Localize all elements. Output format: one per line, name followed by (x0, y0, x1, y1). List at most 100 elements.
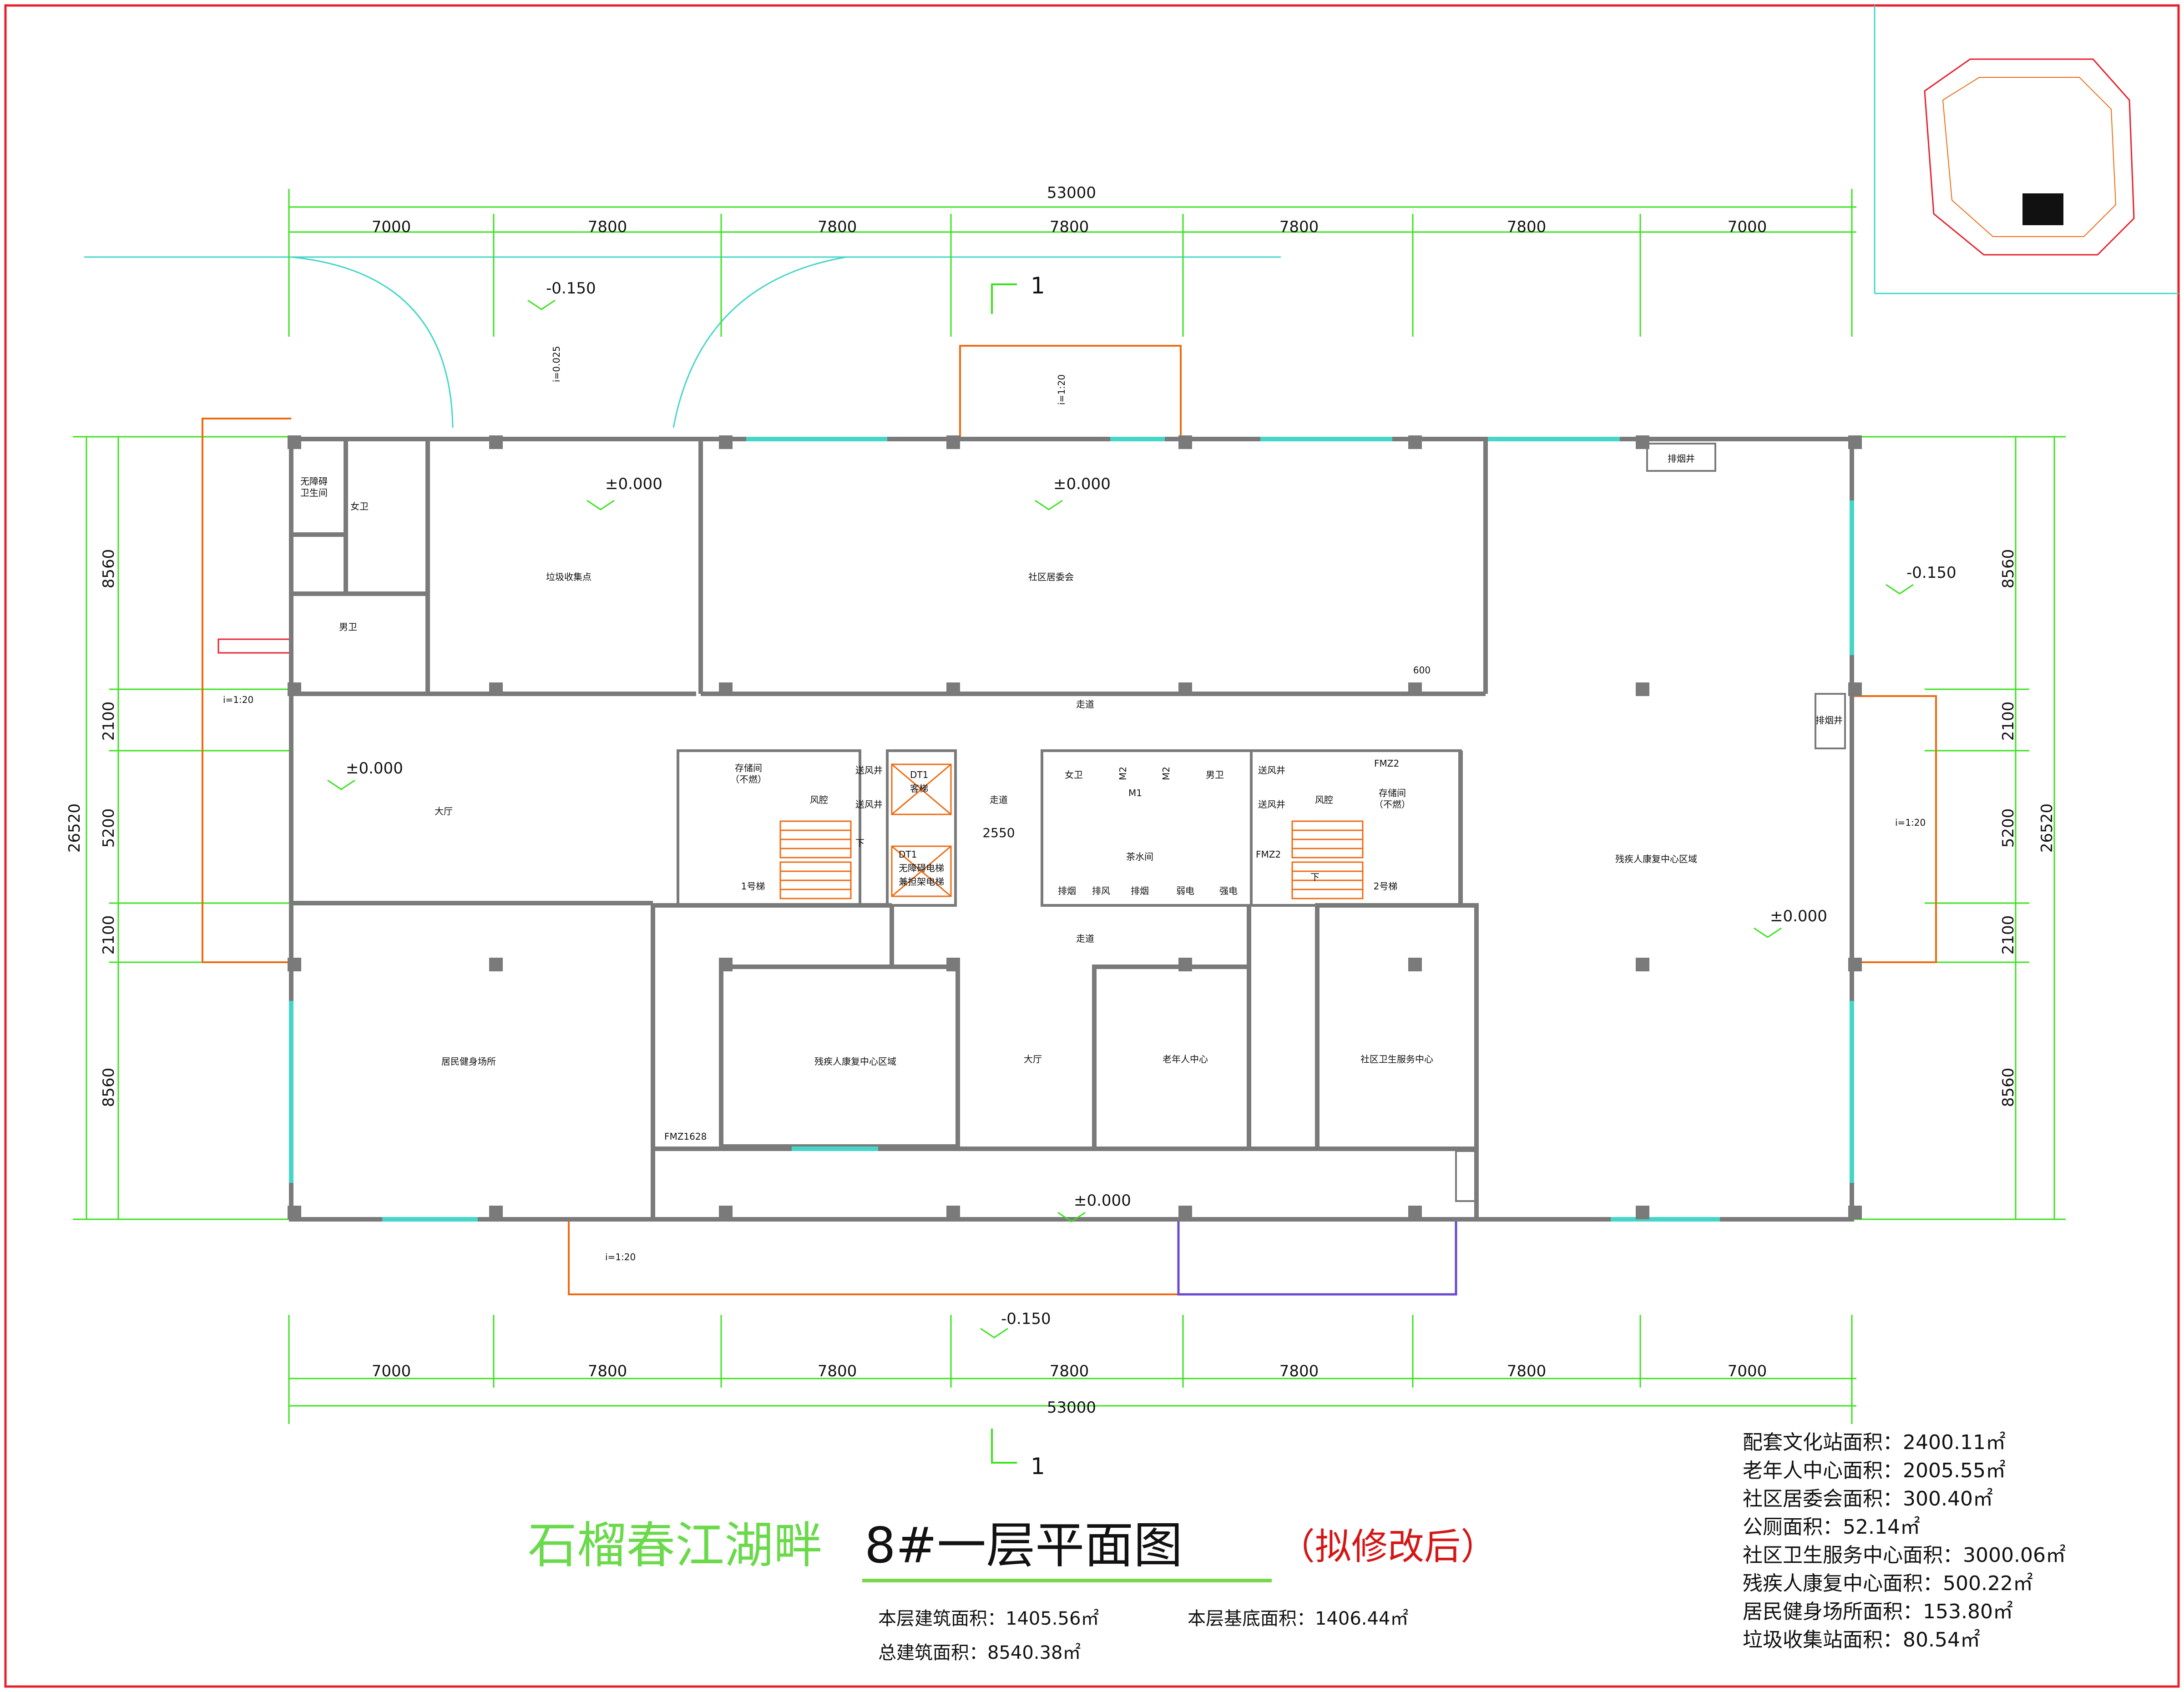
slope-drain: i=0.025 (551, 346, 562, 382)
elev-indoor-1: ±0.000 (605, 475, 662, 493)
drawing-frame (4, 4, 2180, 1688)
elev-outside-top: -0.150 (546, 279, 596, 298)
highlight-box (1177, 1218, 1457, 1296)
corridor-dim: 2550 (982, 825, 1015, 840)
elevator-accessible-label-1: 无障碍电梯 (899, 863, 944, 874)
door-offset-dim: 600 (1413, 665, 1431, 676)
area-item: 居民健身场所面积：153.80㎡ (1743, 1600, 2013, 1623)
room-smoke-exhaust-2: 排烟 (1131, 885, 1149, 896)
elev-outside-bottom: -0.150 (1001, 1310, 1051, 1328)
room-air-supply-1: 送风井 (855, 765, 883, 776)
room-air-supply-3: 送风井 (1258, 765, 1285, 776)
area-item: 社区卫生服务中心面积：3000.06㎡ (1743, 1544, 2066, 1567)
row-dim-right-3: 5200 (1999, 808, 2017, 848)
stat-floor-area: 本层建筑面积：1405.56㎡ (878, 1608, 1099, 1629)
room-air-supply-2: 送风井 (855, 799, 883, 810)
elevator-passenger-code: DT1 (910, 769, 928, 780)
room-community-committee: 社区居委会 (1028, 571, 1074, 582)
room-storage-1: 存储间 (735, 763, 762, 773)
room-health-center: 社区卫生服务中心 (1360, 1054, 1433, 1065)
glazing (289, 437, 1854, 1222)
room-men-toilet: 男卫 (339, 621, 357, 632)
row-dim-right-1: 8560 (1999, 549, 2017, 589)
bay-dim-bottom-5: 7800 (1279, 1362, 1319, 1380)
slope-bottom: i=1:20 (605, 1252, 636, 1263)
door-m2-2: M2 (1161, 767, 1172, 780)
door-m2-1: M2 (1117, 767, 1128, 780)
stair-1-down-arrow: 下 (855, 838, 864, 849)
room-smoke-exhaust-1: 排烟 (1058, 885, 1076, 896)
room-accessible-toilet-2: 卫生间 (300, 487, 328, 498)
bay-dim-bottom-2: 7800 (588, 1362, 627, 1380)
room-corridor-mid: 走道 (990, 794, 1008, 805)
section-markers (991, 283, 1017, 1464)
bay-dim-top-3: 7800 (818, 218, 857, 236)
total-dim-bottom: 53000 (1047, 1399, 1096, 1417)
room-storage-2: 存储间 (1379, 788, 1406, 798)
stat-base-area: 本层基底面积：1406.44㎡ (1188, 1608, 1409, 1629)
bay-dim-bottom-6: 7800 (1507, 1362, 1547, 1380)
bay-dim-bottom-3: 7800 (818, 1362, 857, 1380)
bay-dim-top-4: 7800 (1050, 218, 1089, 236)
area-summary: 配套文化站面积：2400.11㎡ 老年人中心面积：2005.55㎡ 社区居委会面… (1743, 1429, 2066, 1654)
elevator-accessible-label-2: 兼担架电梯 (899, 876, 944, 887)
right-dimensions (1852, 436, 2066, 1220)
row-dim-left-1: 8560 (100, 549, 118, 589)
fire-door-1: FMZ1628 (664, 1131, 707, 1142)
elev-indoor-4: ±0.000 (1770, 907, 1827, 925)
walls (289, 437, 1854, 1222)
fire-door-3: FMZ2 (1256, 849, 1281, 860)
room-tea: 茶水间 (1126, 851, 1153, 862)
area-item: 垃圾收集站面积：80.54㎡ (1743, 1628, 1980, 1652)
elevator-passenger-icon (891, 763, 952, 815)
room-garbage: 垃圾收集点 (546, 571, 592, 582)
area-item: 配套文化站面积：2400.11㎡ (1743, 1431, 2006, 1454)
bay-dim-top-1: 7000 (372, 218, 411, 236)
bay-dim-bottom-4: 7800 (1050, 1362, 1089, 1380)
bay-dim-top-2: 7800 (588, 218, 627, 236)
top-dimensions (288, 189, 1856, 337)
room-fitness: 居民健身场所 (441, 1056, 496, 1067)
room-weak-current: 弱电 (1176, 885, 1194, 896)
side-total-right: 26520 (2038, 803, 2056, 853)
room-air-supply-4: 送风井 (1258, 799, 1285, 810)
stair-2 (1291, 820, 1364, 899)
room-air-exhaust: 排风 (1092, 885, 1110, 896)
key-map (1874, 5, 2179, 294)
smoke-shafts (1455, 443, 1846, 1202)
row-dim-left-2: 2100 (100, 702, 118, 741)
room-elderly: 老年人中心 (1163, 1054, 1208, 1065)
fire-door-2: FMZ2 (1374, 758, 1399, 769)
room-men-toilet-2: 男卫 (1206, 769, 1224, 780)
area-item: 社区居委会面积：300.40㎡ (1743, 1487, 1993, 1510)
room-hall-center: 大厅 (1024, 1054, 1042, 1065)
room-storage-2-note: （不燃） (1374, 799, 1410, 810)
room-strong-current: 强电 (1219, 885, 1238, 896)
elevator-passenger-label: 客梯 (910, 783, 928, 794)
project-title: 石榴春江湖畔 (528, 1517, 823, 1574)
row-dim-right-4: 2100 (1999, 915, 2017, 955)
section-label-bottom: 1 (1031, 1453, 1045, 1480)
bottom-dimensions (288, 1315, 1856, 1424)
room-rehab-right: 残疾人康复中心区域 (1615, 854, 1697, 864)
drawing-title: 8#一层平面图 (864, 1517, 1183, 1574)
room-smoke-shaft-top: 排烟井 (1668, 453, 1695, 464)
columns (288, 435, 1862, 1219)
room-storage-1-note: （不燃） (730, 774, 767, 785)
row-dim-left-3: 5200 (100, 808, 118, 848)
room-corridor-top: 走道 (1076, 699, 1094, 710)
room-stair-2: 2号梯 (1374, 881, 1398, 892)
elev-indoor-3: ±0.000 (346, 759, 403, 778)
row-dim-left-5: 8560 (100, 1068, 118, 1107)
room-stair-1: 1号梯 (741, 881, 765, 892)
room-rehab-left: 残疾人康复中心区域 (814, 1056, 896, 1067)
bay-dim-bottom-7: 7000 (1728, 1362, 1767, 1380)
room-accessible-toilet-1: 无障碍 (300, 476, 328, 487)
drawing-note: （拟修改后） (1279, 1525, 1497, 1568)
row-dim-left-4: 2100 (100, 915, 118, 955)
room-hall-left: 大厅 (435, 806, 453, 817)
stair-2-down-arrow: 下 (1310, 872, 1320, 883)
elevator-accessible-icon (891, 845, 952, 897)
side-total-left: 26520 (66, 803, 84, 853)
room-smoke-shaft-right: 排烟井 (1815, 715, 1843, 726)
